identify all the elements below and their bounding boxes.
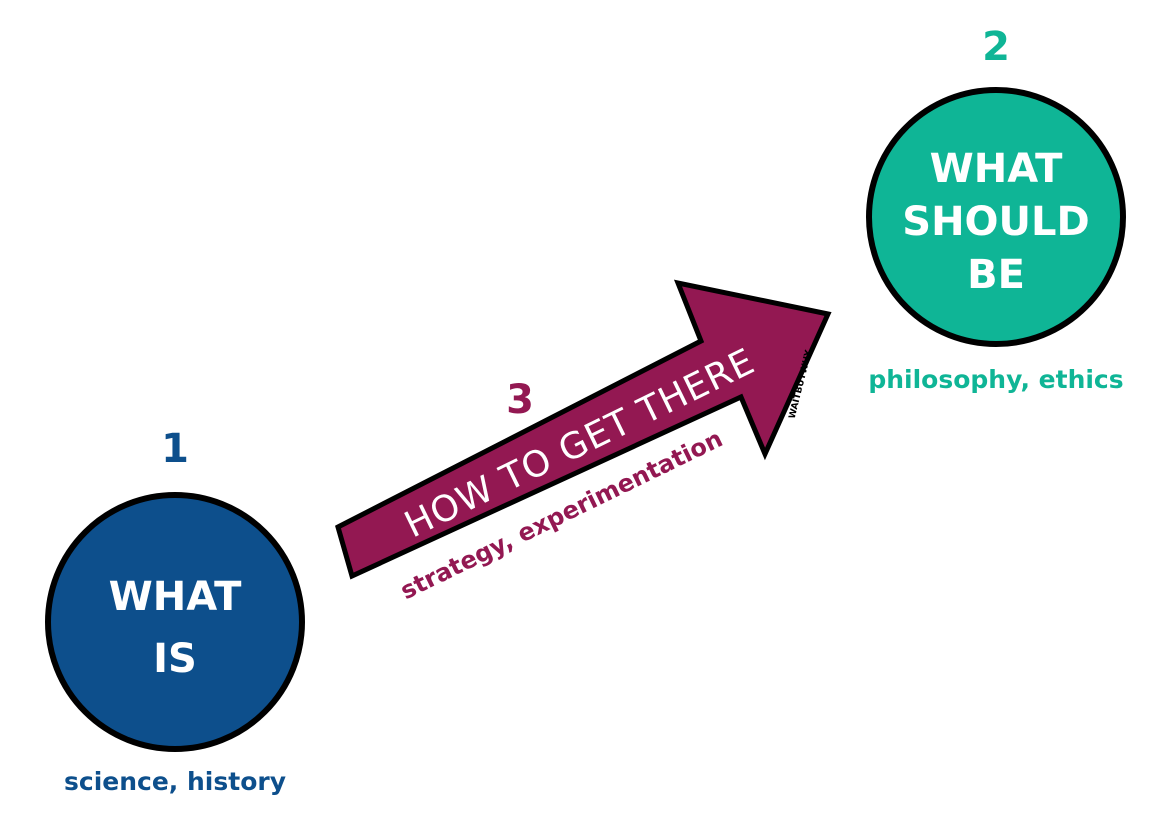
- node-what-should-be: 2 WHAT SHOULD BE philosophy, ethics: [866, 24, 1126, 394]
- node-what-is: 1 WHAT IS science, history: [45, 426, 305, 796]
- node-what-is-line2: IS: [153, 636, 197, 682]
- node-what-is-caption: science, history: [64, 767, 286, 796]
- arrow-shape: [335, 279, 832, 580]
- node-what-should-be-caption: philosophy, ethics: [868, 365, 1123, 394]
- node-what-should-be-line1: WHAT: [930, 146, 1063, 192]
- node-what-should-be-line2: SHOULD: [902, 199, 1089, 245]
- node-what-is-number: 1: [161, 426, 189, 472]
- node-what-should-be-circle: [866, 87, 1126, 347]
- arrow-how-to-get-there: 3 HOW TO GET THERE strategy, experimenta…: [335, 279, 832, 605]
- node-what-should-be-line3: BE: [967, 252, 1025, 298]
- node-what-should-be-number: 2: [982, 24, 1010, 70]
- arrow-number: 3: [506, 377, 534, 423]
- node-what-is-circle: [45, 492, 305, 752]
- node-what-is-line1: WHAT: [109, 574, 242, 620]
